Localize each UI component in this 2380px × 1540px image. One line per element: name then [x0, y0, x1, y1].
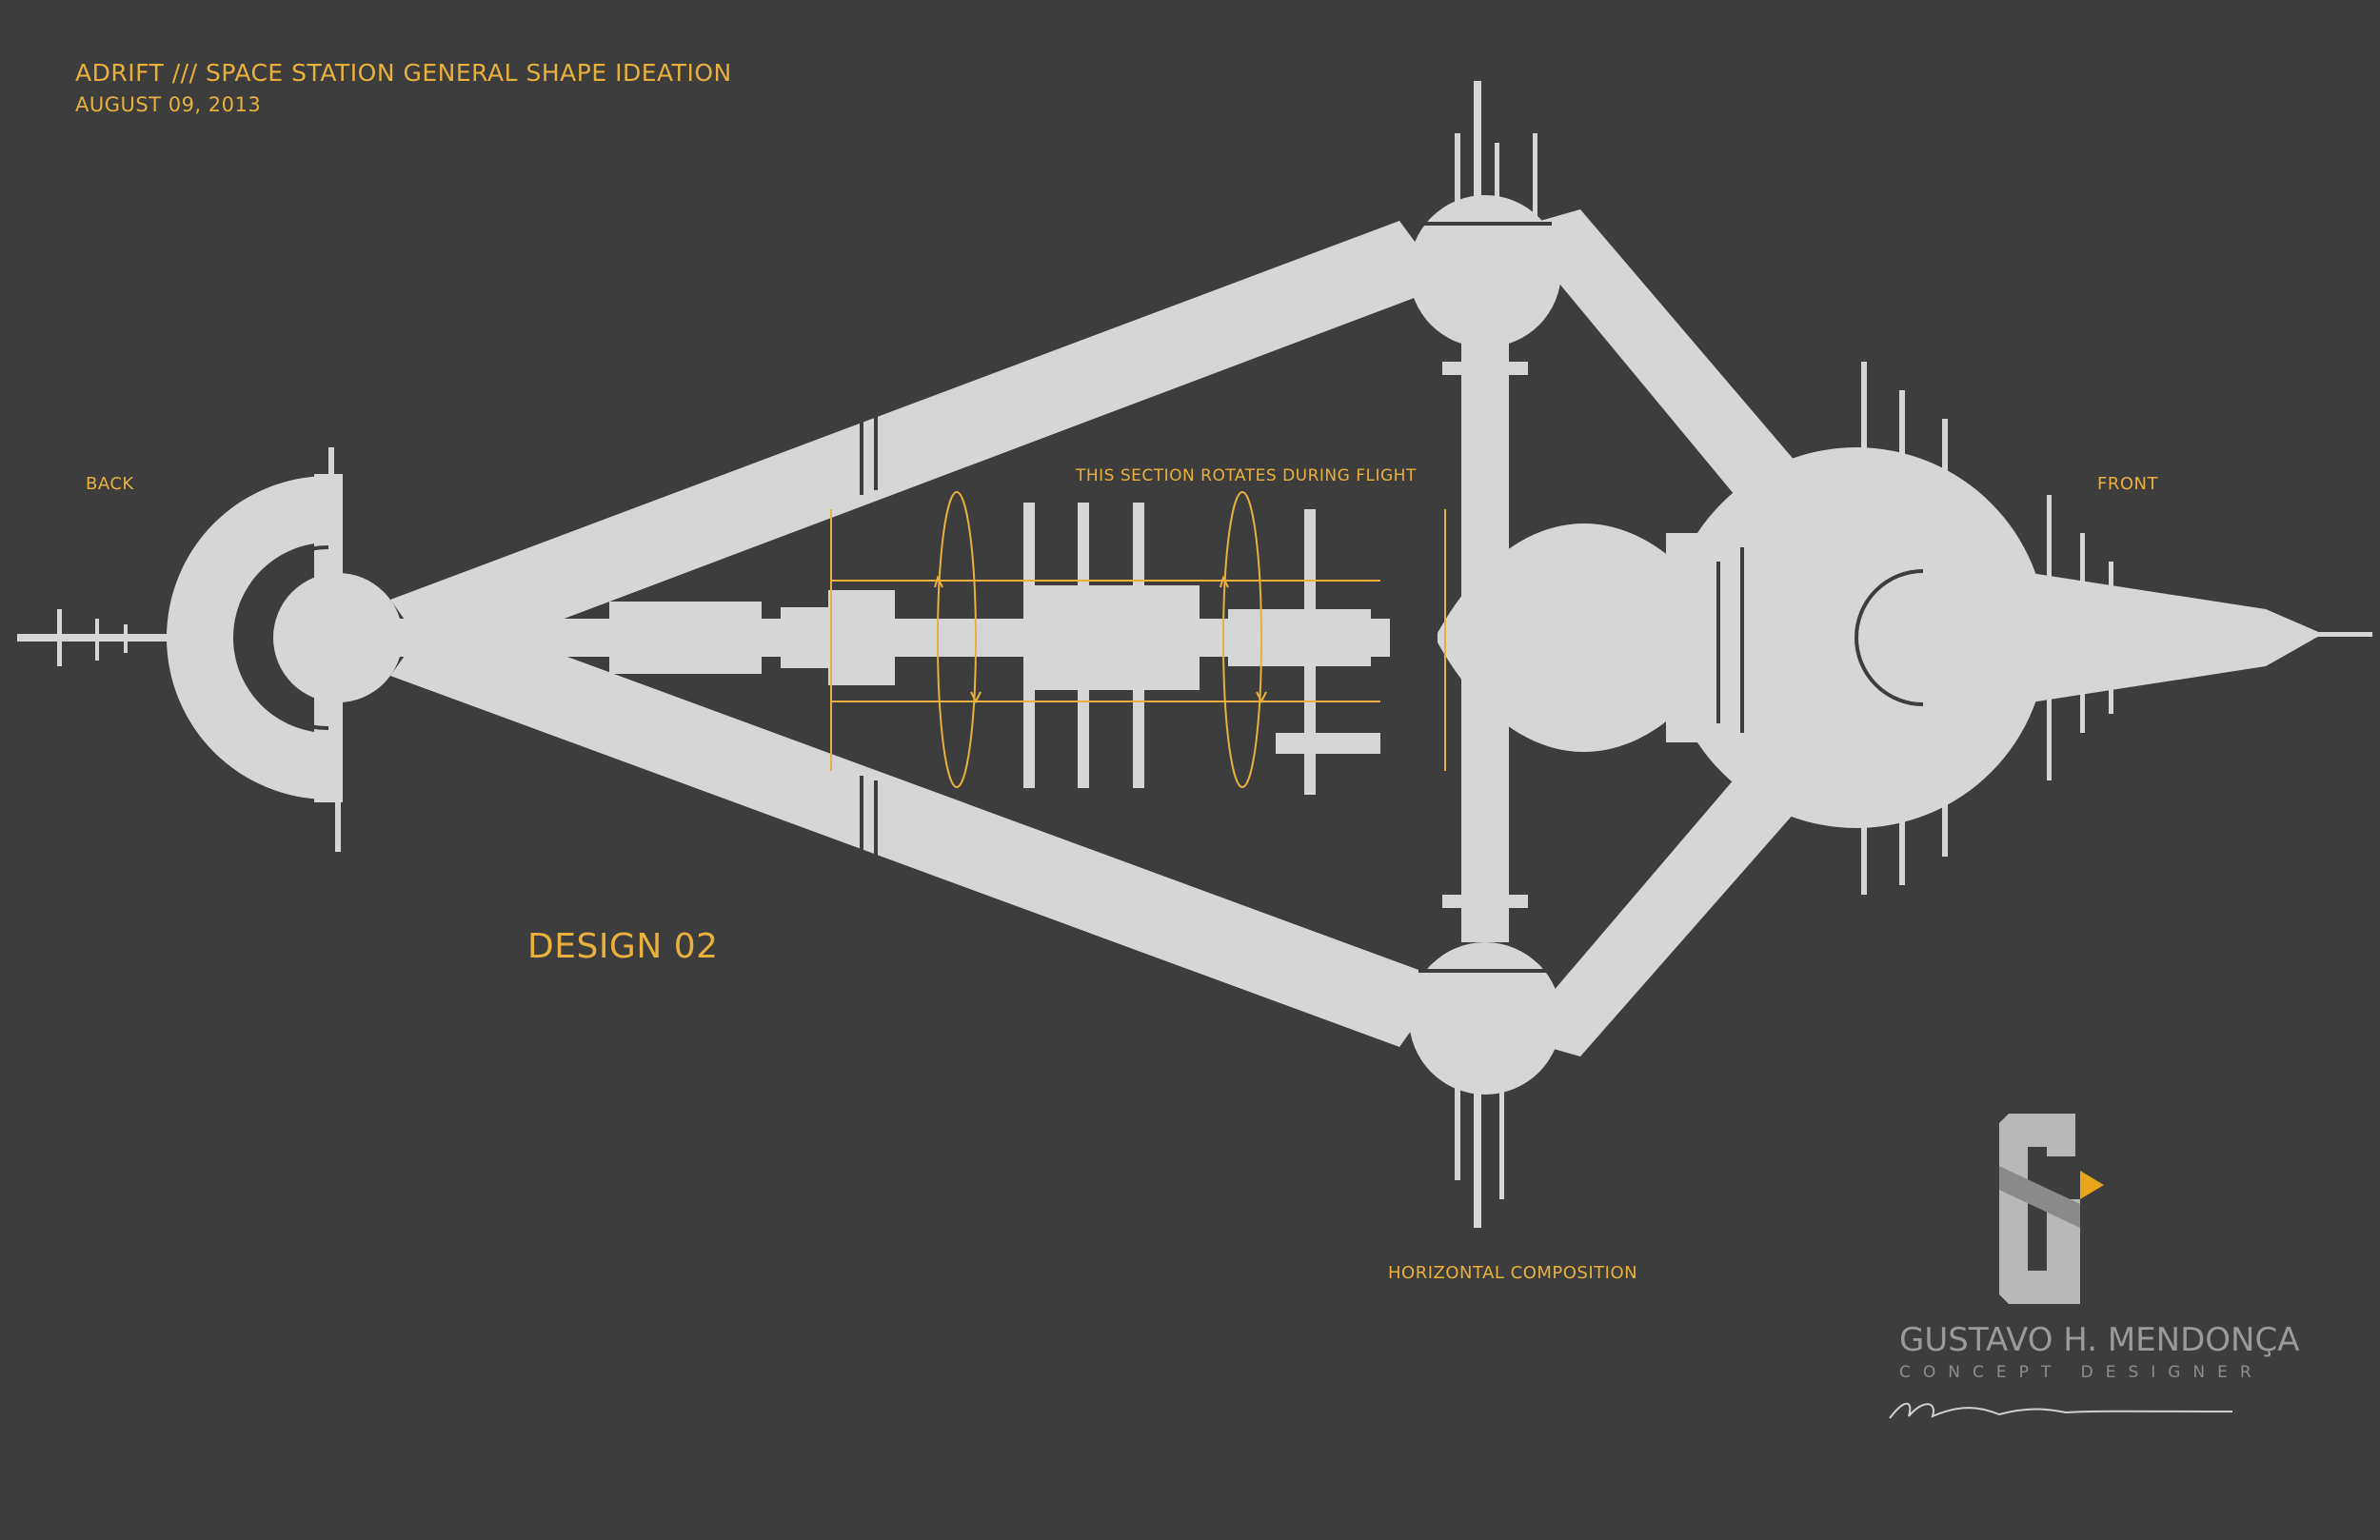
diagram-date: AUGUST 09, 2013	[75, 93, 262, 116]
lower-truss	[390, 609, 1447, 1047]
mid-bulb	[1438, 523, 1676, 752]
label-composition: HORIZONTAL COMPOSITION	[1388, 1263, 1638, 1283]
rotation-ellipse-left	[937, 491, 977, 788]
signature-icon	[1889, 1402, 2233, 1419]
label-design: DESIGN 02	[527, 927, 719, 966]
front-nose	[2018, 571, 2323, 704]
upper-node	[1409, 195, 1561, 347]
author-name: GUSTAVO H. MENDONÇA	[1899, 1321, 2300, 1359]
lower-node	[1409, 942, 1561, 1095]
label-front: FRONT	[2097, 474, 2158, 494]
rotation-ellipse-right	[1222, 491, 1262, 788]
label-rotation-note: THIS SECTION ROTATES DURING FLIGHT	[1076, 466, 1417, 485]
back-hub	[273, 573, 403, 702]
diagram-title: ADRIFT /// SPACE STATION GENERAL SHAPE I…	[75, 59, 732, 87]
gm-logo-icon	[1999, 1114, 2104, 1304]
panel-lines	[236, 222, 1924, 973]
space-station-silhouette	[17, 81, 2372, 1228]
author-role: CONCEPT DESIGNER	[1899, 1363, 2264, 1382]
back-antenna	[17, 634, 208, 642]
label-back: BACK	[86, 474, 134, 494]
upper-truss	[390, 221, 1447, 666]
back-ring	[167, 476, 328, 800]
rotation-section-callout	[830, 491, 1446, 788]
